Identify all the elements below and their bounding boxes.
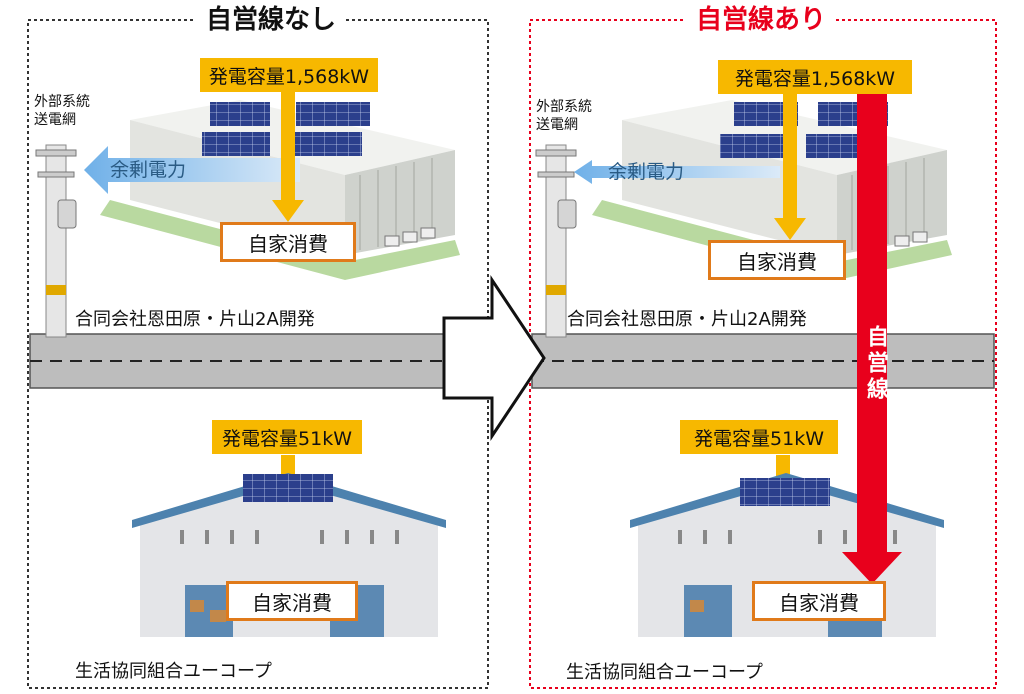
right-capacity-small: 発電容量51kW: [680, 420, 838, 454]
left-self-consumption-bottom: 自家消費: [226, 581, 358, 621]
left-panel-title: 自営線なし: [196, 7, 347, 33]
left-company-bottom: 生活協同組合ユーコープ: [75, 661, 272, 682]
left-capacity-small: 発電容量51kW: [212, 420, 362, 454]
surplus-arrow-left: [84, 146, 300, 194]
private-line-label: 自営線: [863, 325, 888, 403]
utility-pole-left: [35, 144, 77, 338]
right-self-consumption-bottom: 自家消費: [752, 581, 886, 621]
flow-arrow-left-top: [272, 92, 304, 222]
left-company-top: 合同会社恩田原・片山2A開発: [75, 309, 315, 330]
road-right: [531, 333, 995, 389]
right-grid-label: 外部系統 送電網: [536, 99, 592, 133]
private-line-arrow: [842, 94, 902, 584]
road-left: [29, 333, 487, 389]
right-panel-title: 自営線あり: [686, 7, 837, 33]
right-company-top: 合同会社恩田原・片山2A開発: [567, 309, 807, 330]
flow-arrow-right-top: [774, 92, 806, 240]
left-surplus-label: 余剰電力: [110, 159, 187, 181]
right-surplus-label: 余剰電力: [608, 161, 685, 183]
transition-arrow: [442, 275, 546, 441]
warehouse-left: [132, 473, 446, 637]
right-self-consumption-top: 自家消費: [708, 240, 846, 280]
left-grid-label: 外部系統 送電網: [34, 94, 90, 128]
utility-pole-right: [535, 144, 577, 338]
right-company-bottom: 生活協同組合ユーコープ: [566, 662, 763, 683]
left-capacity-large: 発電容量1,568kW: [200, 58, 378, 92]
left-self-consumption-top: 自家消費: [220, 222, 356, 262]
solar-panel-left-warehouse: [243, 474, 333, 502]
solar-panels-left-factory: [202, 102, 370, 156]
surplus-arrow-right: [574, 160, 780, 184]
right-capacity-large: 発電容量1,568kW: [718, 60, 912, 94]
solar-panel-right-warehouse: [740, 478, 830, 506]
